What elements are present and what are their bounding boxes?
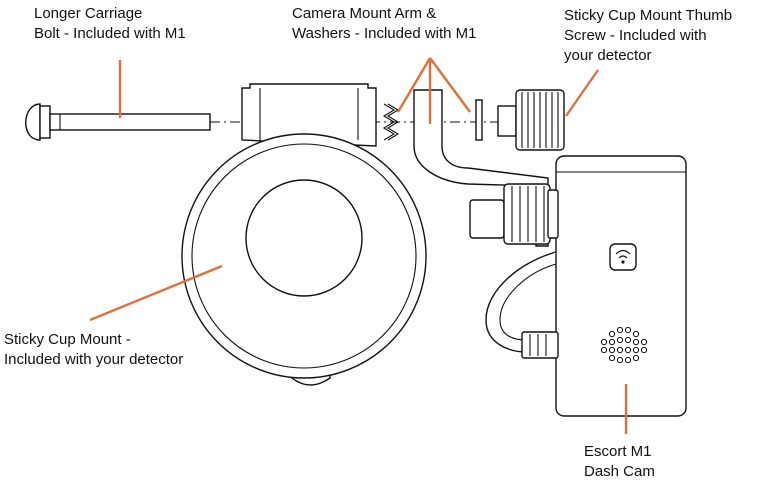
carriage-bolt	[25, 103, 211, 141]
power-cable	[485, 251, 559, 359]
arm-knob	[469, 183, 551, 245]
label-camera-mount-arm: Camera Mount Arm &Washers - Included wit…	[292, 5, 477, 42]
wifi-icon	[609, 243, 637, 271]
thumb-screw	[497, 89, 565, 151]
camera-mount-arm	[413, 89, 549, 247]
flat-washer	[475, 99, 483, 141]
escort-m1-dash-cam	[547, 155, 687, 417]
leader-lines	[89, 57, 628, 434]
leader-cup	[89, 264, 223, 322]
sticky-cup-mount	[181, 83, 427, 386]
label-sticky-cup-mount: Sticky Cup Mount -Included with your det…	[4, 331, 184, 368]
leader-thumb	[565, 69, 599, 117]
leader-washer	[429, 57, 471, 113]
speaker-grille-icon	[600, 326, 648, 364]
leader-arm-spring	[396, 57, 432, 113]
